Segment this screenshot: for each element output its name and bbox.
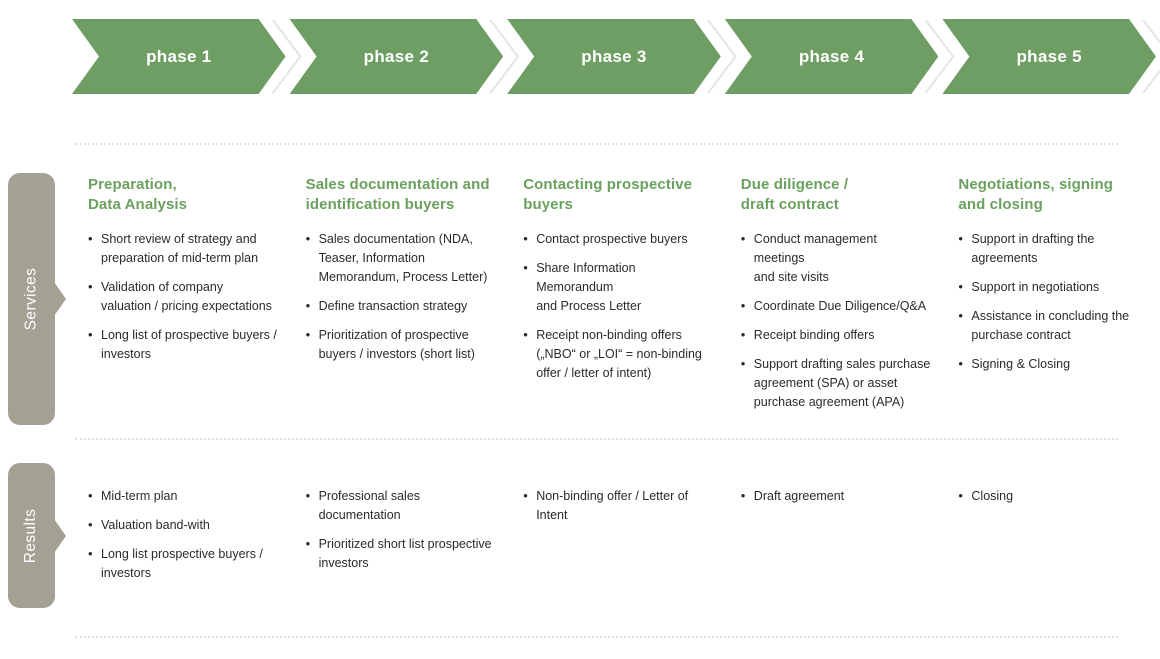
results-columns: Mid-term planValuation band-withLong lis… (72, 486, 1160, 593)
bullet-item: Support in negotiations (958, 277, 1148, 297)
divider-middle (75, 438, 1118, 440)
bullet-item: Valuation band-with (88, 515, 278, 535)
bullet-item: Closing (958, 486, 1148, 506)
phase-arrow-shape: phase 1 (72, 19, 286, 94)
phase-column: Draft agreement (725, 486, 943, 593)
tab-services: Services (8, 173, 55, 425)
bullet-list: Mid-term planValuation band-withLong lis… (88, 486, 278, 583)
bullet-item: Short review of strategy and preparation… (88, 229, 278, 268)
column-heading: Preparation, Data Analysis (88, 176, 188, 213)
divider-top (75, 143, 1118, 145)
bullet-item: Validation of company valuation / pricin… (88, 277, 278, 316)
bullet-item: Long list prospective buyers / investors (88, 544, 278, 583)
bullet-list: Sales documentation (NDA, Teaser, Inform… (306, 229, 496, 364)
phase-arrow: phase 1 (72, 19, 290, 94)
bullet-item: Share Information Memorandum and Process… (523, 258, 713, 316)
phase-column: Negotiations, signing and closingSupport… (942, 175, 1160, 422)
phase-arrow-shape: phase 2 (290, 19, 504, 94)
bullet-list: Support in drafting the agreementsSuppor… (958, 229, 1148, 374)
phase-label: phase 4 (798, 46, 865, 66)
bullet-item: Sales documentation (NDA, Teaser, Inform… (306, 229, 496, 287)
tab-results-label: Results (22, 508, 40, 563)
phase-column: Closing (942, 486, 1160, 593)
bullet-item: Support in drafting the agreements (958, 229, 1148, 268)
bullet-item: Coordinate Due Diligence/Q&A (741, 296, 931, 316)
phase-label: phase 3 (581, 46, 647, 66)
bullet-list: Contact prospective buyersShare Informat… (523, 229, 713, 383)
bullet-item: Draft agreement (741, 486, 931, 506)
phase-column: Professional sales documentationPrioriti… (290, 486, 508, 593)
column-heading: Negotiations, signing and closing (958, 176, 1113, 213)
bullet-list: Non-binding offer / Letter of Intent (523, 486, 713, 525)
bullet-item: Define transaction strategy (306, 296, 496, 316)
phase-arrows-row: phase 1 phase 2 phase 3 phase 4 phase 5 (72, 19, 1160, 94)
column-heading: Contacting prospective buyers (523, 176, 693, 213)
services-columns: Preparation, Data AnalysisShort review o… (72, 175, 1160, 422)
phase-arrow-shape: phase 4 (725, 19, 939, 94)
phase-column: Preparation, Data AnalysisShort review o… (72, 175, 290, 422)
phase-column: Due diligence / draft contractConduct ma… (725, 175, 943, 422)
phase-arrow-shape: phase 5 (942, 19, 1156, 94)
bullet-item: Contact prospective buyers (523, 229, 713, 249)
bullet-item: Professional sales documentation (306, 486, 496, 525)
column-heading: Due diligence / draft contract (740, 176, 849, 213)
phase-column: Contacting prospective buyersContact pro… (507, 175, 725, 422)
bullet-list: Short review of strategy and preparation… (88, 229, 278, 364)
bullet-item: Prioritization of prospective buyers / i… (306, 325, 496, 364)
bullet-item: Long list of prospective buyers / invest… (88, 325, 278, 364)
bullet-item: Non-binding offer / Letter of Intent (523, 486, 713, 525)
bullet-item: Signing & Closing (958, 354, 1148, 374)
bullet-item: Support drafting sales purchase agreemen… (741, 354, 931, 412)
phase-column: Non-binding offer / Letter of Intent (507, 486, 725, 593)
bullet-item: Mid-term plan (88, 486, 278, 506)
phase-label: phase 5 (1016, 46, 1082, 66)
phase-arrow: phase 3 (507, 19, 725, 94)
phase-column: Mid-term planValuation band-withLong lis… (72, 486, 290, 593)
tab-results: Results (8, 463, 55, 608)
bullet-list: Closing (958, 486, 1148, 506)
phase-arrow: phase 2 (290, 19, 508, 94)
bullet-list: Conduct management meetings and site vis… (741, 229, 931, 412)
bullet-list: Professional sales documentationPrioriti… (306, 486, 496, 573)
phase-column: Sales documentation and identification b… (290, 175, 508, 422)
bullet-item: Receipt non-binding offers („NBO“ or „LO… (523, 325, 713, 383)
bullet-item: Receipt binding offers (741, 325, 931, 345)
bullet-item: Assistance in concluding the purchase co… (958, 306, 1148, 345)
tab-services-label: Services (22, 267, 40, 331)
bullet-list: Draft agreement (741, 486, 931, 506)
divider-bottom (75, 636, 1118, 638)
phase-label: phase 1 (146, 46, 212, 66)
bullet-item: Conduct management meetings and site vis… (741, 229, 931, 287)
phase-arrow: phase 5 (942, 19, 1160, 94)
bullet-item: Prioritized short list prospective inves… (306, 534, 496, 573)
phase-arrow-shape: phase 3 (507, 19, 721, 94)
phase-arrow: phase 4 (725, 19, 943, 94)
phase-label: phase 2 (363, 46, 430, 66)
column-heading: Sales documentation and identification b… (305, 176, 490, 213)
